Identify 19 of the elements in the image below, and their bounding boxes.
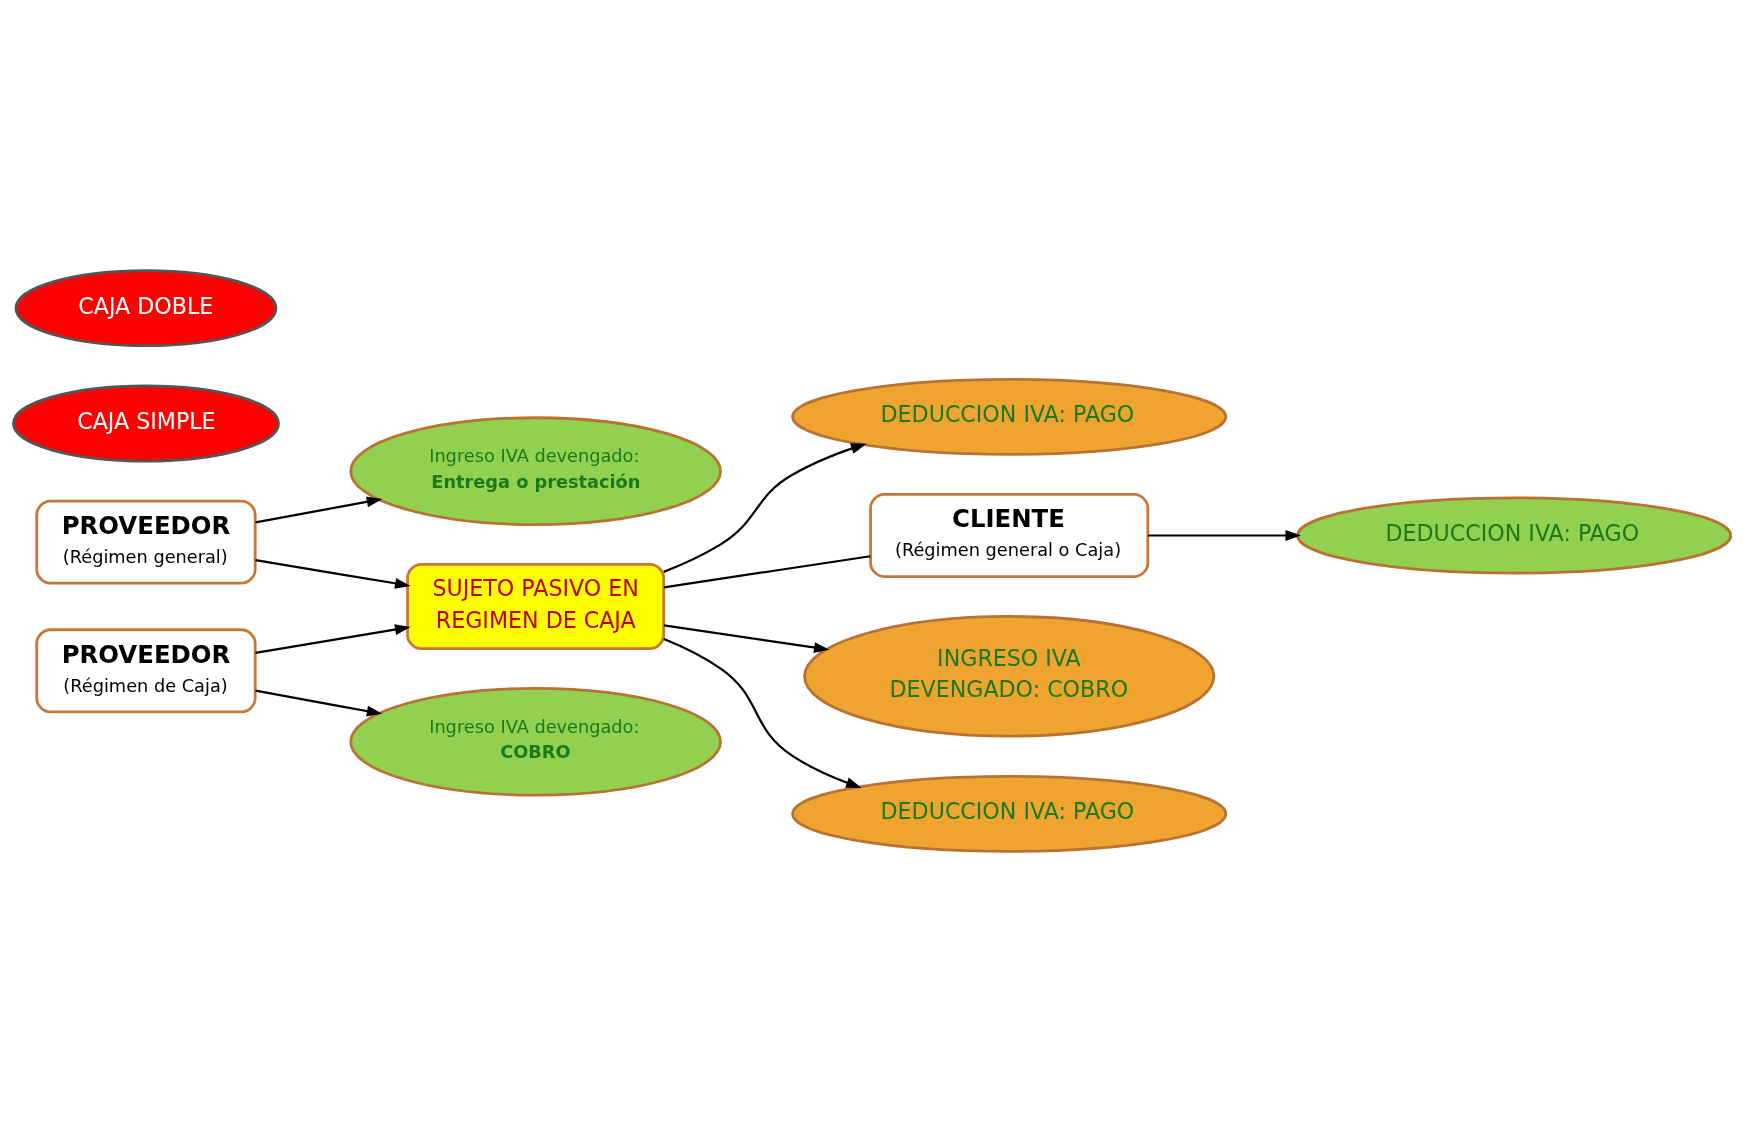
node-box: PROVEEDOR (Régimen de Caja) <box>34 627 257 713</box>
node-ellipse: CAJA DOBLE <box>14 268 277 347</box>
connector <box>663 554 870 588</box>
arrow <box>1147 529 1301 541</box>
node-ellipse: CAJA SIMPLE <box>11 384 280 462</box>
node-ellipse: Ingreso IVA devengado: COBRO <box>348 686 722 797</box>
arrow <box>254 496 382 523</box>
arrow <box>254 689 382 716</box>
arrow <box>662 442 867 573</box>
node-box: SUJETO PASIVO EN REGIMEN DE CAJA <box>405 562 665 650</box>
node-ellipse: INGRESO IVA DEVENGADO: COBRO <box>802 614 1215 738</box>
node-box: CLIENTE (Régimen general o Caja) <box>868 492 1149 578</box>
arrow <box>663 637 862 788</box>
arrow <box>663 623 830 653</box>
node-ellipse: Ingreso IVA devengado: Entrega o prestación <box>348 415 722 526</box>
arrow <box>254 623 411 654</box>
node-ellipse: DEDUCCION IVA: PAGO <box>1295 496 1732 574</box>
arrow <box>254 558 411 589</box>
node-box: PROVEEDOR (Régimen general) <box>34 499 257 585</box>
